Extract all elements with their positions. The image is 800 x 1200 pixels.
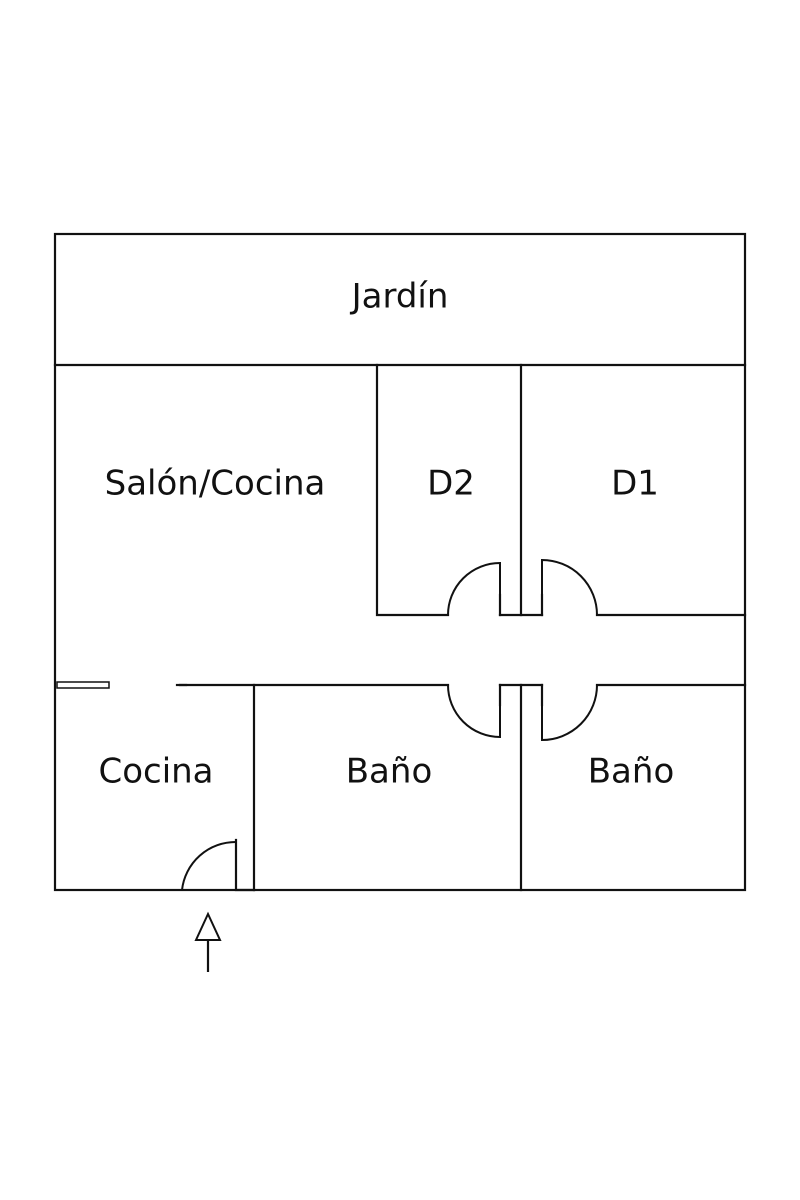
door-entrance [181,840,237,891]
room-label-kitchen: Cocina [98,752,213,792]
outer-wall [53,232,747,892]
room-label-living-kitchen: Salón/Cocina [105,464,326,504]
interior-walls [53,363,747,892]
outer-walls [53,232,747,892]
door-bathroom-left [447,684,501,739]
door-bedroom-1 [541,558,598,616]
room-label-bedroom-2: D2 [427,464,475,504]
room-label-bathroom-left: Baño [346,752,433,792]
window-frame [56,681,110,689]
doors [181,558,598,891]
door-bathroom-right [541,684,598,742]
entrance-arrow-icon [194,911,222,972]
room-label-bathroom-right: Baño [588,752,675,792]
room-label-bedroom-1: D1 [611,464,659,504]
entrance-jamb [234,838,256,892]
door-bedroom-2 [447,561,501,616]
room-label-garden: Jardín [350,277,449,317]
window [56,681,110,689]
room-labels: Jardín Salón/Cocina D2 D1 Cocina Baño Ba… [98,277,674,792]
bedroom-2-wall [375,363,450,617]
